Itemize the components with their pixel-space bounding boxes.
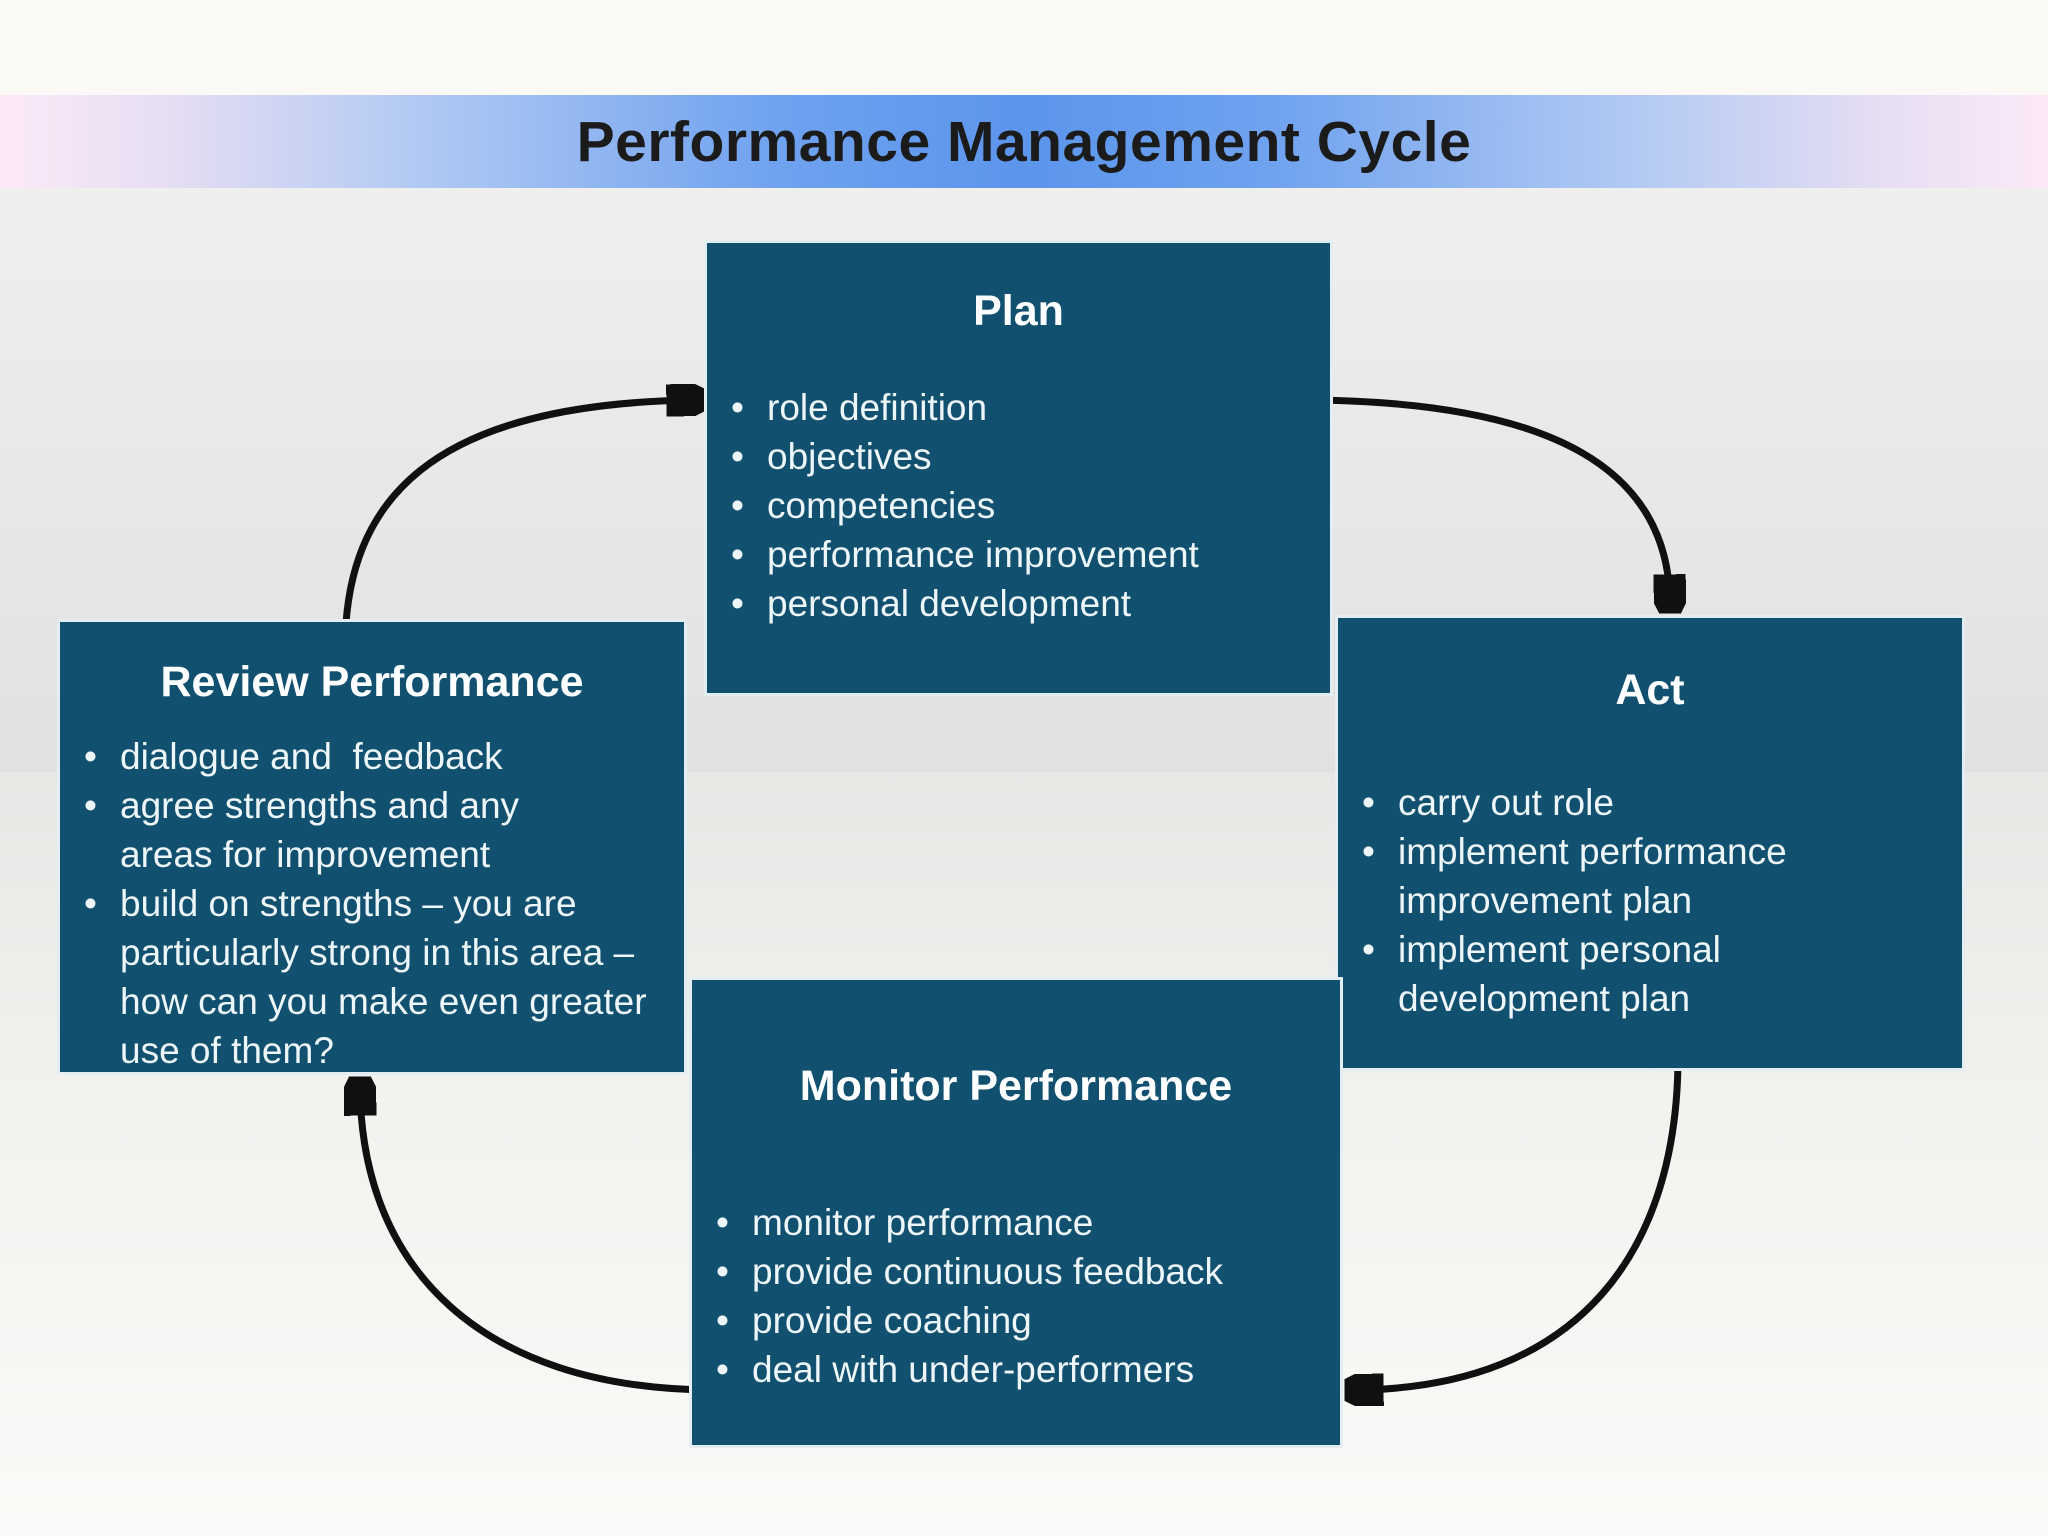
arrow-review-to-plan [341,400,694,651]
plan-bullet-list: role definition objectives competencies … [707,383,1330,628]
bullet-item: provide coaching [716,1296,1334,1345]
bullet-item: personal development [731,579,1324,628]
bullet-item: monitor performance [716,1198,1334,1247]
act-box-title: Act [1615,666,1685,714]
bullet-item: implement performance improvement plan [1362,827,1956,925]
bullet-item: competencies [731,481,1324,530]
review-box-title: Review Performance [160,658,584,706]
arrow-act-to-monitor [1356,1049,1682,1390]
bullet-item: dialogue and feedback [84,732,678,781]
bullet-item: performance improvement [731,530,1324,579]
bullet-item: objectives [731,432,1324,481]
plan-box-title: Plan [973,287,1064,335]
title-banner: Performance Management Cycle [0,95,2048,188]
bullet-item: role definition [731,383,1324,432]
review-bullet-list: dialogue and feedback agree strengths an… [60,732,684,1075]
arrow-monitor-to-review [360,1088,711,1394]
act-box: Act carry out role implement performance… [1335,615,1965,1071]
bullet-item: build on strengths – you are particularl… [84,879,678,1075]
bullet-item: deal with under-performers [716,1345,1334,1394]
page-title: Performance Management Cycle [576,109,1472,174]
monitor-box: Monitor Performance monitor performance … [689,977,1343,1448]
bullet-item: implement personal development plan [1362,925,1956,1023]
bullet-item: provide continuous feedback [716,1247,1334,1296]
act-bullet-list: carry out role implement performance imp… [1338,778,1962,1023]
monitor-bullet-list: monitor performance provide continuous f… [692,1198,1340,1394]
monitor-box-title: Monitor Performance [799,1062,1233,1110]
plan-box: Plan role definition objectives competen… [704,240,1333,696]
bullet-item: agree strengths and any areas for improv… [84,781,678,879]
background-top-strip [0,0,2048,95]
arrow-plan-to-act [1309,396,1670,602]
review-box: Review Performance dialogue and feedback… [57,619,687,1075]
bullet-item: carry out role [1362,778,1956,827]
